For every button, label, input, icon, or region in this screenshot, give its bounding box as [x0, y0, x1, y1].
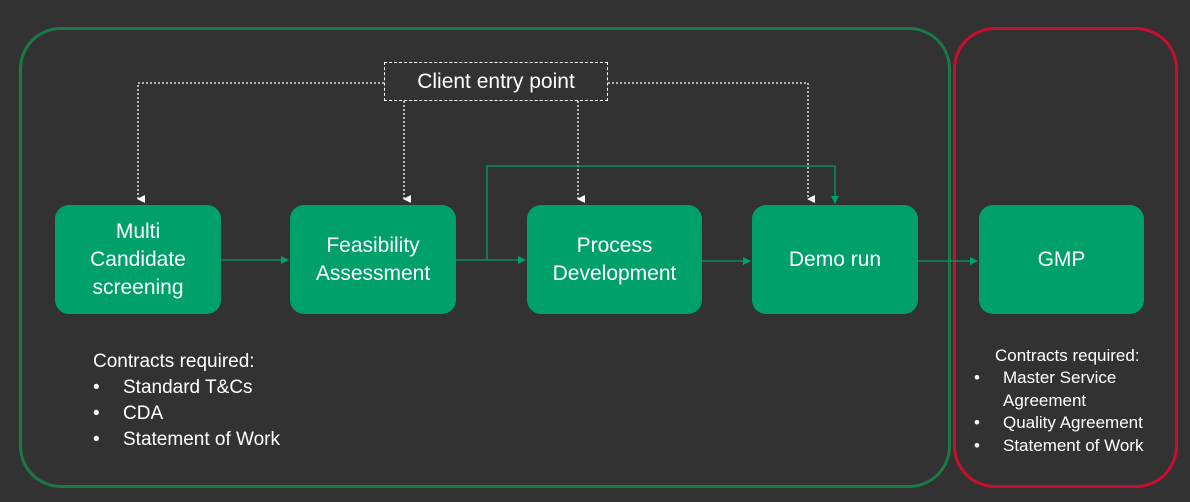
flow-arrow-feasibility-to-demo: [486, 165, 839, 260]
contract-item-label: CDA: [123, 403, 164, 424]
stage-demo-run[interactable]: Demo run: [752, 205, 918, 314]
bullet-icon: •: [974, 413, 980, 432]
contract-item-label: Master Service Agreement: [1003, 368, 1117, 410]
entry-connector-to-screening: [137, 82, 384, 203]
stage-feasibility-assessment[interactable]: Feasibility Assessment: [290, 205, 456, 314]
contract-item-label: Quality Agreement: [1003, 413, 1143, 432]
gmp-group: [953, 27, 1178, 488]
contract-item-label: Standard T&Cs: [123, 377, 253, 398]
stage-process-development[interactable]: Process Development: [527, 205, 702, 314]
bullet-icon: •: [93, 403, 100, 424]
contract-item: • Statement of Work: [974, 435, 1174, 458]
contract-item: • CDA: [93, 401, 280, 427]
pre-gmp-group: [19, 27, 951, 488]
bullet-icon: •: [93, 377, 100, 398]
client-entry-point: Client entry point: [384, 62, 608, 101]
stage-gmp[interactable]: GMP: [979, 205, 1144, 314]
entry-connector-to-demo: [608, 82, 815, 203]
contracts-gmp-list: • Master Service Agreement • Quality Agree…: [974, 367, 1174, 457]
contract-item-label: Statement of Work: [123, 429, 280, 450]
contracts-main-heading: Contracts required:: [93, 351, 255, 372]
contract-item: • Standard T&Cs: [93, 375, 280, 401]
bullet-icon: •: [974, 368, 980, 387]
contract-item: • Quality Agreement: [974, 412, 1174, 435]
contracts-main-block: Contracts required: • Standard T&Cs • CDA …: [93, 349, 280, 453]
bullet-icon: •: [974, 435, 980, 455]
client-entry-point-label: Client entry point: [417, 69, 575, 93]
contracts-gmp-block: Contracts required: • Master Service Agre…: [974, 345, 1174, 457]
contract-item: • Statement of Work: [93, 427, 280, 453]
contract-item-label: Statement of Work: [1003, 435, 1144, 455]
bullet-icon: •: [93, 429, 100, 450]
stage-multi-candidate-screening[interactable]: Multi Candidate screening: [55, 205, 221, 314]
contracts-gmp-heading: Contracts required:: [995, 346, 1140, 365]
contract-item: • Master Service Agreement: [974, 367, 1174, 412]
contracts-main-list: • Standard T&Cs • CDA • Statement of Work: [93, 375, 280, 453]
